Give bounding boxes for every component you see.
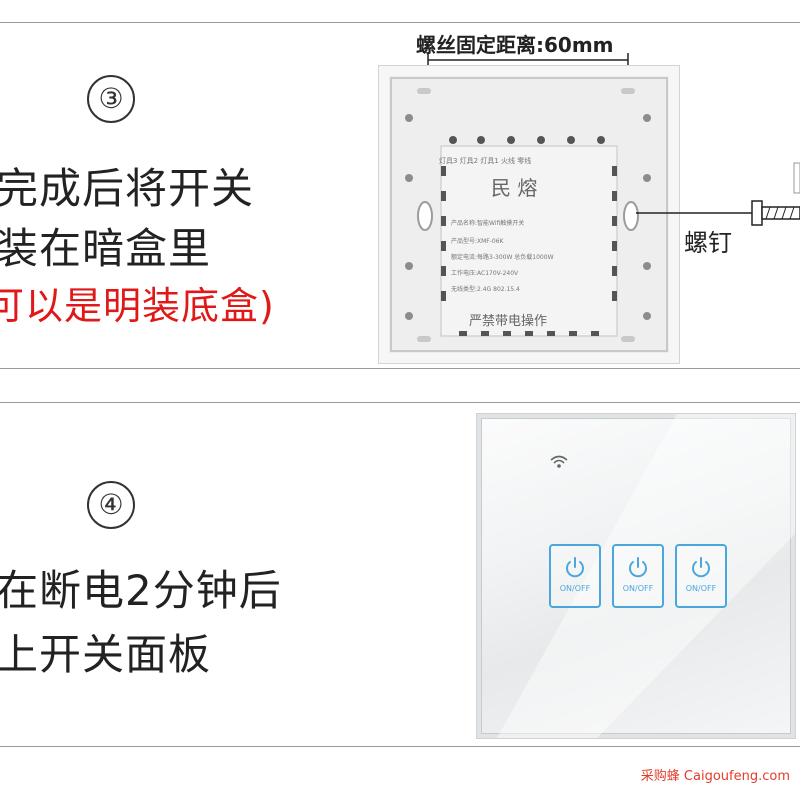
switch-button-1[interactable]: ON/OFF — [549, 544, 601, 608]
dimension-label: 螺丝固定距离:60mm — [416, 33, 614, 57]
terminal-labels: 灯具3 灯具2 灯具1 火线 零线 — [439, 157, 532, 165]
power-icon — [629, 557, 647, 578]
step-3-line-3: 可以是明装底盒) — [0, 284, 275, 328]
module-brand: 民 熔 — [491, 176, 538, 200]
power-icon — [566, 557, 584, 578]
step-3-panel: ③ 完成后将开关 装在暗盒里 可以是明装底盒) 螺丝固定距离:60mm — [0, 22, 800, 369]
screw-icon — [636, 162, 800, 226]
step-3-line-2: 装在暗盒里 — [0, 224, 212, 273]
switch-button-2[interactable]: ON/OFF — [612, 544, 664, 608]
step-number-3: ③ — [87, 75, 135, 123]
spec-line-5: 无线类型:2.4G 802.15.4 — [451, 286, 520, 293]
button-2-label: ON/OFF — [622, 584, 654, 593]
step-3-line-1: 完成后将开关 — [0, 164, 255, 213]
switch-button-3[interactable]: ON/OFF — [675, 544, 727, 608]
step-4-line-1: 在断电2分钟后 — [0, 566, 282, 615]
power-icon — [692, 557, 710, 578]
glass-reflection-icon — [497, 414, 795, 738]
button-3-label: ON/OFF — [685, 584, 717, 593]
dimension-bracket-icon — [427, 53, 629, 67]
step-4-panel: ④ 在断电2分钟后 上开关面板 ON/OFF ON/OFF — [0, 402, 800, 747]
step-4-line-2: 上开关面板 — [0, 630, 212, 679]
watermark: 采购蜂 Caigoufeng.com — [640, 769, 790, 784]
spec-line-3: 额定电流:每路3-300W 总负载1000W — [451, 254, 554, 261]
wall-box-image: 灯具3 灯具2 灯具1 火线 零线 民 熔 产品名称:智能Wifi触摸开关 产品… — [378, 65, 680, 364]
wall-box-structure-icon — [390, 77, 668, 352]
wifi-icon — [550, 455, 568, 468]
spec-line-2: 产品型号:XMF-06K — [451, 238, 504, 245]
spec-line-1: 产品名称:智能Wifi触摸开关 — [451, 220, 525, 227]
spec-line-4: 工作电压:AC170V-240V — [451, 270, 519, 277]
screw-label: 螺钉 — [684, 229, 732, 257]
warning-label: 严禁带电操作 — [469, 314, 548, 329]
button-1-label: ON/OFF — [559, 584, 591, 593]
step-number-4: ④ — [87, 481, 135, 529]
glass-switch-panel: ON/OFF ON/OFF ON/OFF — [476, 413, 796, 739]
